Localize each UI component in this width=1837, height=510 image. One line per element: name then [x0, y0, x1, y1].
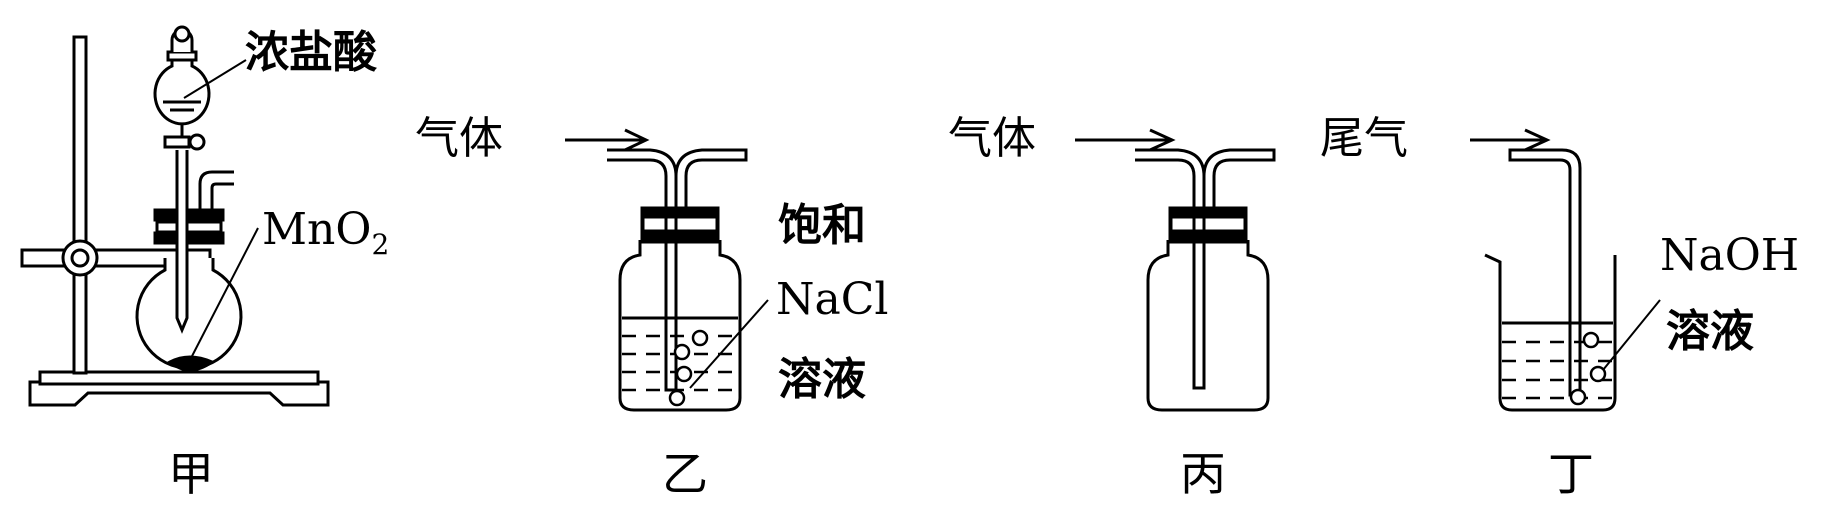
gas-arrow-yi-head [624, 128, 650, 152]
apparatus-ding [1470, 128, 1661, 412]
funnel-stem [175, 150, 189, 334]
gas-arrow-bing-head [1149, 128, 1176, 152]
apparatus-bing [1075, 128, 1276, 412]
liquid-ding [1502, 340, 1613, 400]
label-sat-3: 溶液 [778, 354, 866, 405]
label-mno2-base: MnO [262, 204, 371, 255]
label-mno2: MnO2 [262, 204, 389, 261]
pointer-mno2 [188, 227, 259, 363]
label-mno2-subscript: 2 [371, 228, 389, 261]
clamp-knob [61, 239, 99, 277]
gas-arrow-ding-head [1524, 128, 1551, 152]
bubbles-ding [1569, 331, 1607, 406]
stand-base [28, 370, 330, 407]
funnel-stopcock [163, 133, 206, 151]
inlet-tube-bing [1135, 148, 1206, 390]
caption-jia: 甲 [168, 447, 214, 501]
bubbles-yi [668, 329, 709, 407]
label-naoh-2: 溶液 [1666, 306, 1754, 357]
label-naoh-1: NaOH [1660, 230, 1799, 281]
caption-bing: 丙 [1180, 447, 1226, 501]
caption-ding: 丁 [1548, 447, 1594, 501]
beaker-ding [1484, 253, 1617, 412]
label-sat-1: 饱和 [778, 200, 866, 251]
outlet-tube-yi [674, 148, 748, 208]
label-sat-2: NaCl [776, 274, 888, 325]
outlet-tube-bing [1202, 148, 1276, 208]
round-bottom-flask [135, 258, 243, 372]
label-tail-gas: 尾气 [1320, 113, 1408, 164]
apparatus-jia [20, 25, 330, 407]
pointer-hcl [183, 59, 247, 99]
label-gas-bing: 气体 [948, 113, 1036, 164]
stand-rod [72, 35, 88, 375]
separatory-funnel [153, 25, 211, 137]
pointer-nacl [689, 299, 769, 389]
wash-bottle-yi [618, 240, 742, 412]
outlet-tube [198, 170, 234, 210]
collect-bottle-bing [1146, 240, 1270, 412]
label-conc-hcl: 浓盐酸 [245, 27, 378, 78]
flask-stopper [153, 208, 225, 245]
pointer-naoh [1602, 299, 1661, 371]
caption-yi: 乙 [662, 447, 708, 501]
apparatus-yi [565, 128, 769, 412]
label-gas-yi: 气体 [415, 113, 503, 164]
mno2-solid [167, 355, 216, 372]
